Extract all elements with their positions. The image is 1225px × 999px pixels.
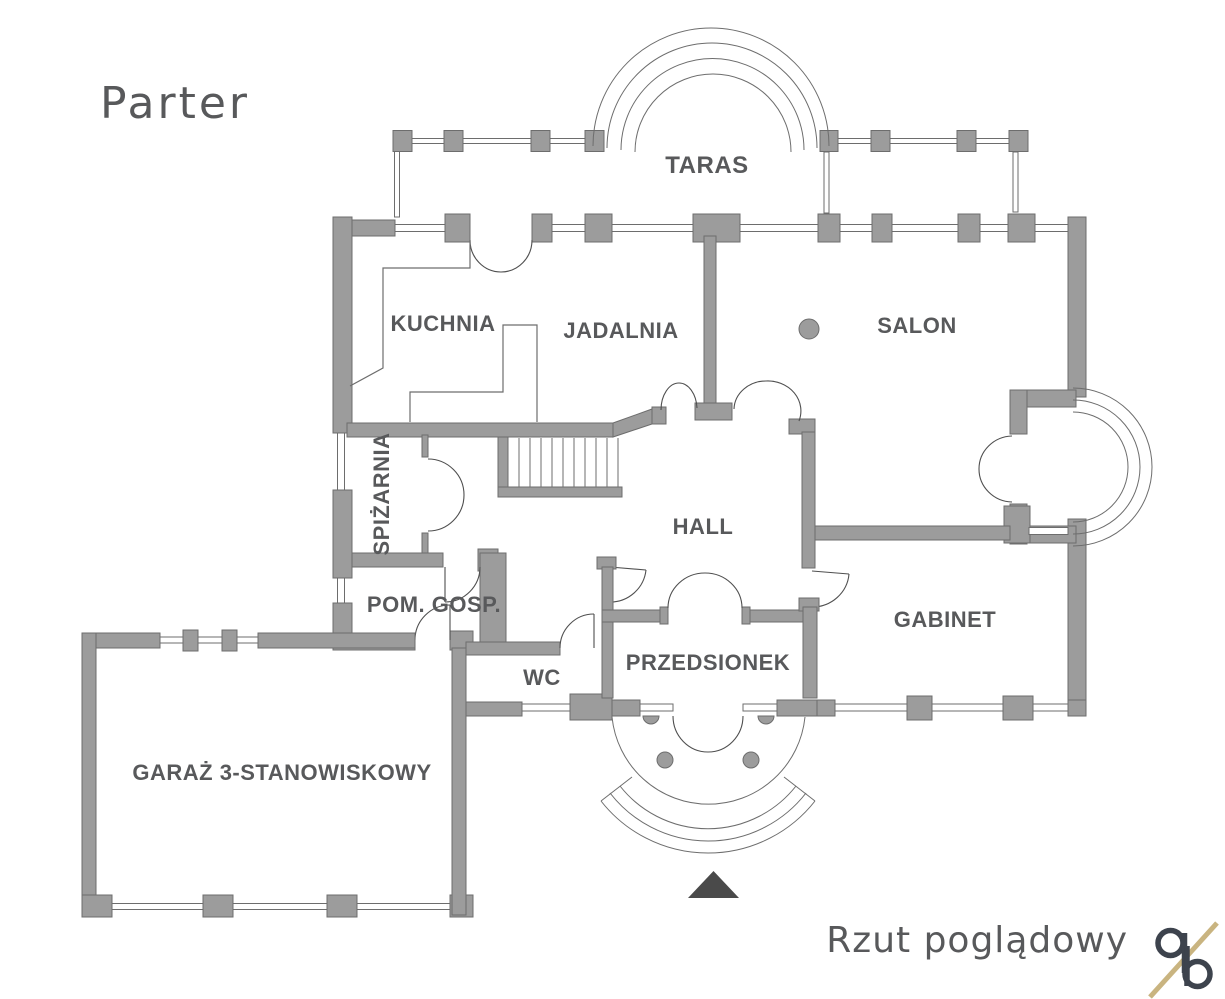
porch-half-column xyxy=(757,715,775,725)
page-title: Parter xyxy=(100,78,250,129)
wc-door-arc xyxy=(559,613,595,649)
room-label-gabinet: GABINET xyxy=(894,607,997,632)
staircase xyxy=(497,436,623,498)
room-label-salon: SALON xyxy=(877,313,957,338)
entrance-porch xyxy=(600,715,816,898)
vestibule-walls xyxy=(596,556,820,753)
hall-walls xyxy=(609,380,1069,608)
pantry-door-arc xyxy=(427,458,465,496)
salon-bay-door-arc xyxy=(978,435,1013,470)
room-label-jadalnia: JADALNIA xyxy=(563,318,678,343)
wc-walls xyxy=(451,613,613,721)
room-label-pom-gosp: POM. GOSP. xyxy=(367,592,501,617)
bay-step-arcs xyxy=(1072,387,1153,547)
east-wall-and-bay xyxy=(978,216,1153,717)
hall-salon-door-arc xyxy=(733,380,767,410)
stair-treads xyxy=(507,438,619,487)
room-labels: TARAS KUCHNIA JADALNIA SALON SPIŻARNIA H… xyxy=(132,152,997,785)
room-label-kuchnia: KUCHNIA xyxy=(391,311,496,336)
room-label-wc: WC xyxy=(523,665,561,690)
terrace-pillars xyxy=(392,130,1029,152)
kitchen-zone xyxy=(346,240,667,438)
terrace-step-arcs xyxy=(592,27,830,153)
salon-column xyxy=(798,318,820,340)
kitchen-counter-line xyxy=(409,324,538,422)
kitchen-terrace-door-arc xyxy=(469,239,502,273)
room-label-przedsionek: PRZEDSIONEK xyxy=(626,650,790,675)
porch-half-column xyxy=(642,715,660,725)
vestibule-hall-door-arc xyxy=(667,572,706,609)
terrace xyxy=(392,27,1029,218)
garage-walls xyxy=(81,629,474,918)
kitchen-layout-line xyxy=(349,240,471,387)
west-wall xyxy=(332,216,353,651)
entry-door-arc xyxy=(672,715,709,753)
porch-column xyxy=(656,751,674,769)
pantry-walls xyxy=(421,434,465,556)
room-label-garaz: GARAŻ 3-STANOWISKOWY xyxy=(132,760,431,785)
garage-utility-door-arc xyxy=(414,604,451,641)
dining-salon-divider xyxy=(694,235,733,421)
office-south-wall xyxy=(816,695,1087,721)
qp-logo-icon xyxy=(1148,921,1219,999)
room-label-spizarnia: SPIŻARNIA xyxy=(369,432,394,555)
plan-caption: Rzut poglądowy xyxy=(826,920,1128,961)
hall-corridor-door-arc xyxy=(609,569,647,603)
room-label-hall: HALL xyxy=(673,514,734,539)
porch-column xyxy=(742,751,760,769)
logo-letter-q xyxy=(1155,927,1186,959)
hall-dining-door-arc xyxy=(660,382,680,411)
entrance-arrow-icon xyxy=(688,871,739,898)
room-label-taras: TARAS xyxy=(665,152,748,179)
